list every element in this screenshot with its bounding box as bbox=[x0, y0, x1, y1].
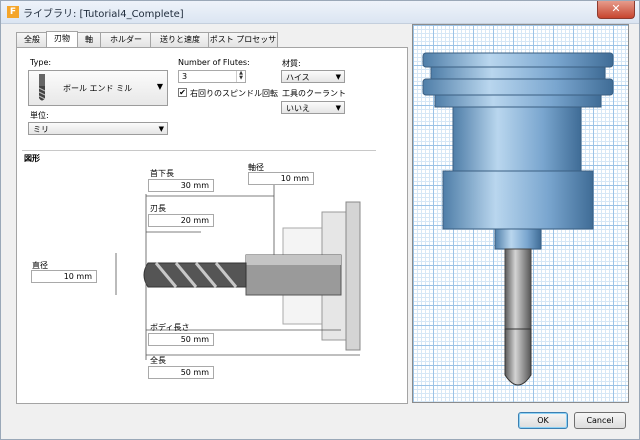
flutes-value: 3 bbox=[182, 72, 188, 81]
flute-length-label: 刃長 bbox=[150, 204, 166, 213]
chevron-down-icon: ▼ bbox=[335, 73, 341, 81]
spindle-label: 右回りのスピンドル回転 bbox=[190, 89, 278, 98]
units-value: ミリ bbox=[33, 125, 49, 134]
spindle-checkbox[interactable]: ✔ bbox=[178, 88, 187, 97]
shape-heading: 図形 bbox=[24, 154, 40, 163]
flutes-label: Number of Flutes: bbox=[178, 58, 250, 67]
ball-end-mill-icon bbox=[38, 74, 46, 101]
body-length-field[interactable]: 50 mm bbox=[148, 333, 214, 346]
diameter-label: 直径 bbox=[32, 261, 48, 270]
tool-diagram bbox=[115, 180, 361, 360]
tab-cutter[interactable]: 刃物 bbox=[46, 31, 78, 47]
tool-preview[interactable] bbox=[412, 24, 629, 403]
diameter-field[interactable]: 10 mm bbox=[31, 270, 97, 283]
chevron-down-icon: ▼ bbox=[156, 82, 163, 91]
cancel-button[interactable]: Cancel bbox=[574, 412, 626, 429]
tab-general[interactable]: 全般 bbox=[16, 32, 48, 47]
neck-length-label: 首下長 bbox=[150, 169, 174, 178]
tab-post-processor[interactable]: ポスト プロセッサ bbox=[208, 32, 278, 47]
chevron-down-icon: ▼ bbox=[158, 125, 164, 133]
tool-3d-render bbox=[422, 52, 614, 386]
app-icon: F bbox=[7, 6, 19, 18]
material-label: 材質: bbox=[282, 59, 301, 68]
title-bar: F ライブラリ: [Tutorial4_Complete] ✕ bbox=[1, 1, 639, 24]
units-select[interactable]: ミリ ▼ bbox=[28, 122, 168, 135]
material-select[interactable]: ハイス ▼ bbox=[281, 70, 345, 83]
flutes-stepper[interactable]: 3 ▲▼ bbox=[178, 70, 246, 83]
material-value: ハイス bbox=[286, 73, 310, 82]
tab-holder[interactable]: ホルダー bbox=[100, 32, 152, 47]
stepper-arrows-icon[interactable]: ▲▼ bbox=[236, 71, 245, 82]
type-label: Type: bbox=[30, 58, 52, 67]
overall-length-field[interactable]: 50 mm bbox=[148, 366, 214, 379]
overall-length-label: 全長 bbox=[150, 356, 166, 365]
coolant-label: 工具のクーラント bbox=[282, 89, 346, 98]
neck-length-field[interactable]: 30 mm bbox=[148, 179, 214, 192]
shaft-diameter-label: 軸径 bbox=[248, 163, 264, 172]
flute-length-field[interactable]: 20 mm bbox=[148, 214, 214, 227]
coolant-value: いいえ bbox=[286, 104, 310, 113]
type-selector[interactable]: ボール エンド ミル ▼ bbox=[28, 70, 168, 106]
tab-feeds-speeds[interactable]: 送りと速度 bbox=[150, 32, 210, 47]
type-value: ボール エンド ミル bbox=[63, 84, 133, 93]
chevron-down-icon: ▼ bbox=[335, 104, 341, 112]
body-length-label: ボディ長さ bbox=[150, 323, 190, 332]
window-title: ライブラリ: [Tutorial4_Complete] bbox=[23, 9, 184, 20]
shaft-diameter-field[interactable]: 10 mm bbox=[248, 172, 314, 185]
section-divider bbox=[22, 150, 376, 151]
units-label: 単位: bbox=[30, 111, 49, 120]
ok-button[interactable]: OK bbox=[518, 412, 568, 429]
tab-shaft[interactable]: 軸 bbox=[76, 32, 102, 47]
coolant-select[interactable]: いいえ ▼ bbox=[281, 101, 345, 114]
close-button[interactable]: ✕ bbox=[597, 1, 635, 19]
